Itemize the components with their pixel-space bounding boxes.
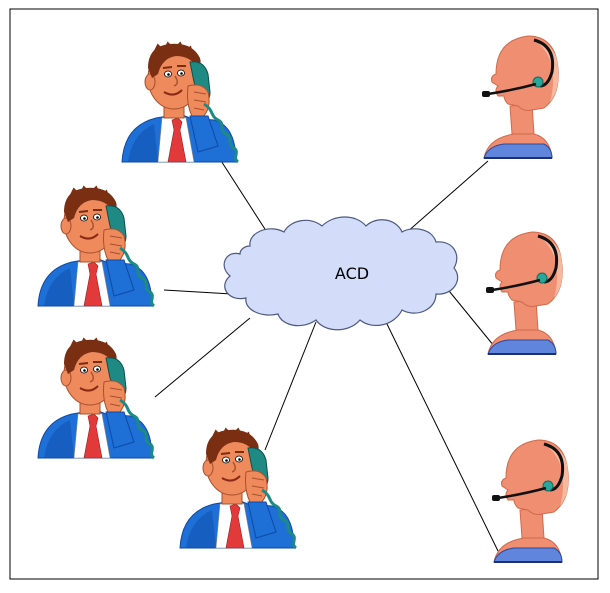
caller-on-phone-icon: [178, 428, 298, 550]
agent-1: [480, 34, 560, 160]
caller-on-phone-icon: [120, 42, 240, 164]
caller-1: [120, 42, 240, 164]
acd-cloud: ACD: [223, 216, 459, 331]
link-caller-4: [264, 321, 317, 451]
diagram-frame: [9, 8, 599, 580]
agent-2: [484, 230, 564, 356]
link-caller-2: [163, 289, 233, 295]
link-agent-2: [444, 285, 495, 347]
connection-lines: [154, 152, 499, 552]
caller-3: [36, 338, 156, 460]
link-caller-3: [154, 317, 251, 398]
link-caller-1: [215, 152, 273, 241]
link-agent-3: [385, 321, 499, 552]
caller-4: [178, 428, 298, 550]
caller-2: [36, 186, 156, 308]
caller-on-phone-icon: [36, 338, 156, 460]
link-agent-1: [397, 160, 489, 241]
agent-headset-icon: [480, 34, 560, 160]
caller-on-phone-icon: [36, 186, 156, 308]
agent-3: [490, 438, 570, 564]
acd-label: ACD: [335, 264, 369, 283]
agent-headset-icon: [484, 230, 564, 356]
agent-headset-icon: [490, 438, 570, 564]
